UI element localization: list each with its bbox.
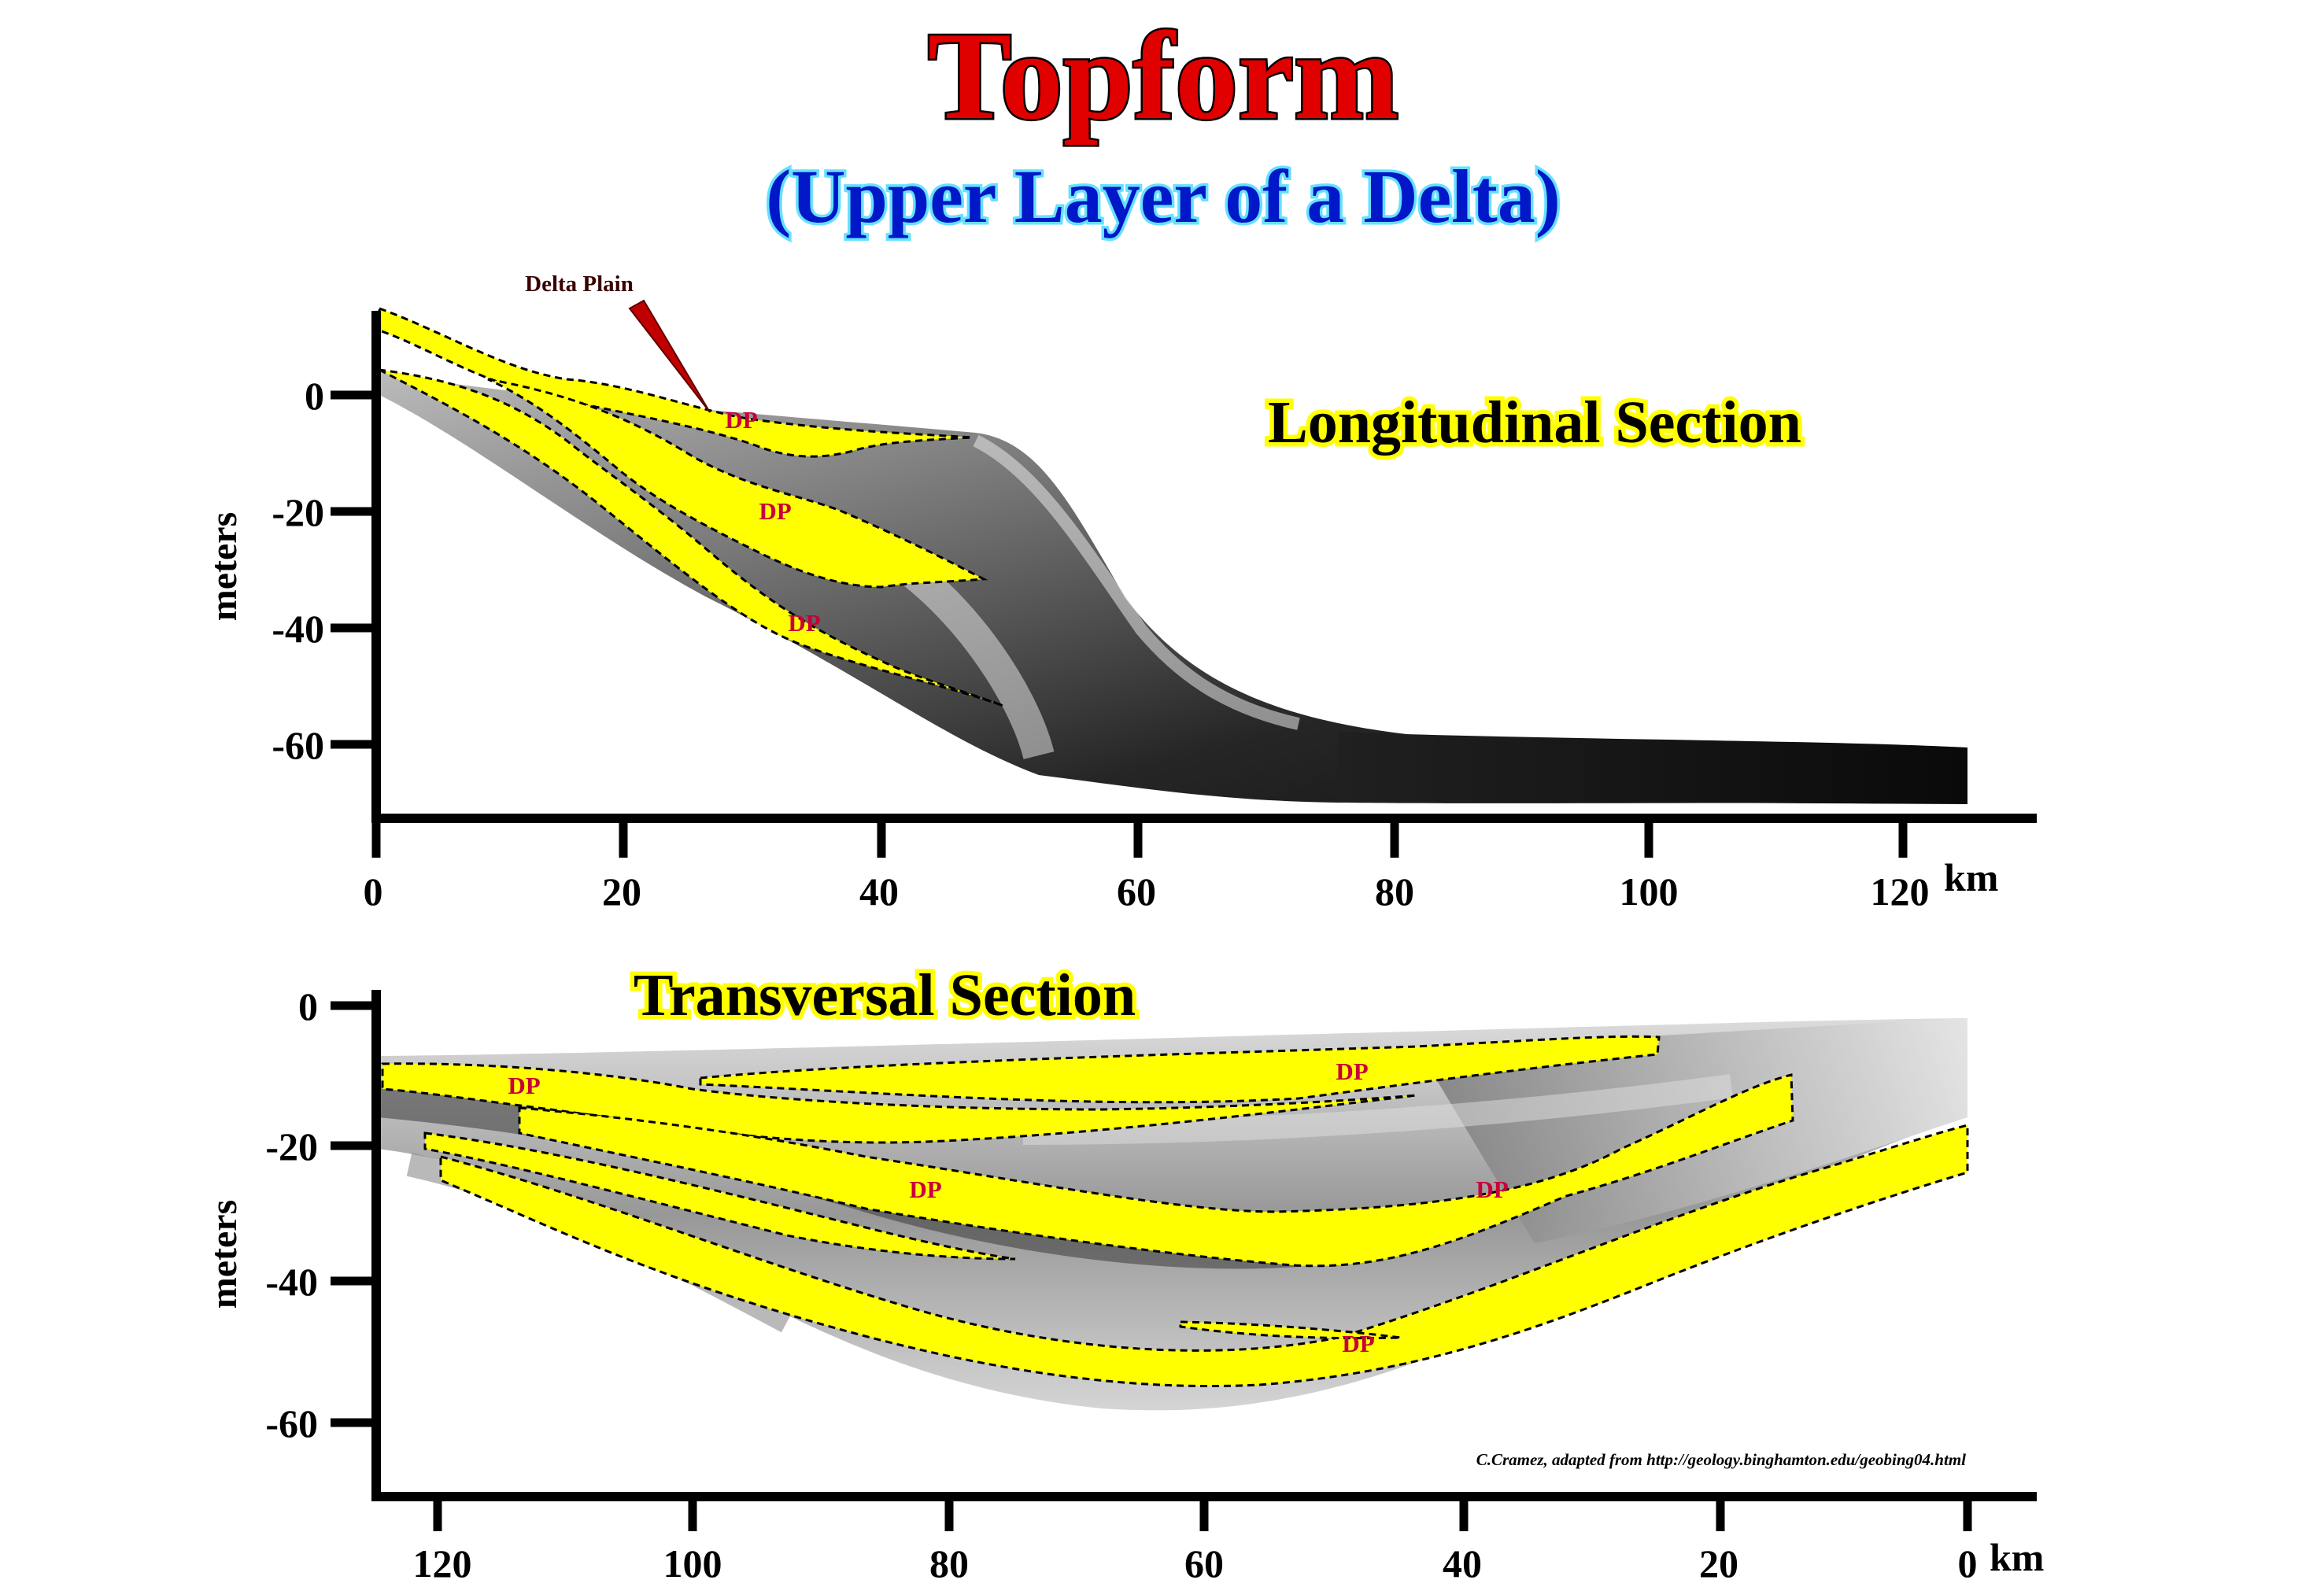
x-tick-label: 60 [1184, 1541, 1224, 1580]
figure-subtitle: (Upper Layer of a Delta) [766, 154, 1561, 238]
x-tick-label: 0 [1958, 1541, 1978, 1580]
delta-plain-arrow-icon [628, 299, 711, 413]
dp-label: DP [759, 497, 791, 525]
transversal-x-ticks [433, 1497, 1972, 1531]
dp-layer-middle-thin [423, 1131, 1016, 1261]
x-tick-label: 20 [602, 869, 641, 914]
dp-layer-lower-long [439, 1124, 1969, 1387]
y-tick-label: -20 [272, 490, 324, 534]
dp-label: DP [1336, 1058, 1368, 1085]
x-tick-label: 0 [364, 869, 383, 914]
transversal-section: DP DP DP DP DP Transversal Section 0 -20… [203, 958, 2044, 1580]
source-credit: C.Cramez, adapted from http://geology.bi… [1476, 1450, 1966, 1469]
x-unit-label: km [1990, 1535, 2044, 1579]
x-tick-label: 40 [859, 869, 899, 914]
y-axis-label: meters [203, 1200, 245, 1309]
dp-label: DP [725, 406, 757, 434]
dp-label: DP [508, 1072, 540, 1099]
x-tick-label: 120 [1871, 869, 1930, 914]
x-tick-label: 120 [413, 1541, 472, 1580]
dp-label: DP [1342, 1330, 1374, 1357]
dp-layer-middle [487, 378, 988, 589]
transversal-axes [371, 990, 2037, 1501]
dp-layer-lower [379, 368, 1004, 707]
dp-layer-lower-thin [1179, 1320, 1402, 1340]
y-tick-label: -20 [265, 1124, 318, 1168]
x-tick-label: 100 [663, 1541, 722, 1580]
y-tick-label: -40 [265, 1260, 318, 1304]
x-unit-label: km [1944, 855, 1998, 899]
y-tick-label: -60 [265, 1401, 318, 1445]
longitudinal-section: DP DP DP Delta Plain Longitudinal Sectio… [203, 271, 2037, 914]
y-tick-label: 0 [298, 984, 318, 1028]
transversal-section-title: Transversal Section [634, 962, 1136, 1028]
dp-layer-top-left [381, 1062, 1417, 1144]
x-tick-label: 80 [1375, 869, 1414, 914]
x-tick-label: 60 [1117, 869, 1156, 914]
longitudinal-y-ticks [331, 390, 376, 749]
longitudinal-x-ticks [371, 818, 1908, 858]
delta-plain-callout-label: Delta Plain [525, 271, 634, 297]
x-tick-label: 80 [929, 1541, 969, 1580]
dp-label: DP [1476, 1176, 1508, 1203]
dp-layer-middle-wide [518, 1073, 1794, 1268]
transversal-y-ticks [331, 1001, 376, 1427]
dp-label: DP [909, 1176, 941, 1203]
x-tick-label: 100 [1620, 869, 1679, 914]
dp-layer-top-thin [699, 1035, 1661, 1104]
x-tick-label: 20 [1699, 1541, 1738, 1580]
y-tick-label: -60 [272, 723, 324, 767]
y-tick-label: 0 [305, 374, 324, 418]
dp-label: DP [788, 609, 820, 637]
y-tick-label: -40 [272, 607, 324, 651]
longitudinal-section-title: Longitudinal Section [1268, 389, 1801, 456]
y-axis-label: meters [203, 512, 245, 622]
figure-title: Topform [928, 6, 1399, 146]
x-tick-label: 40 [1443, 1541, 1482, 1580]
